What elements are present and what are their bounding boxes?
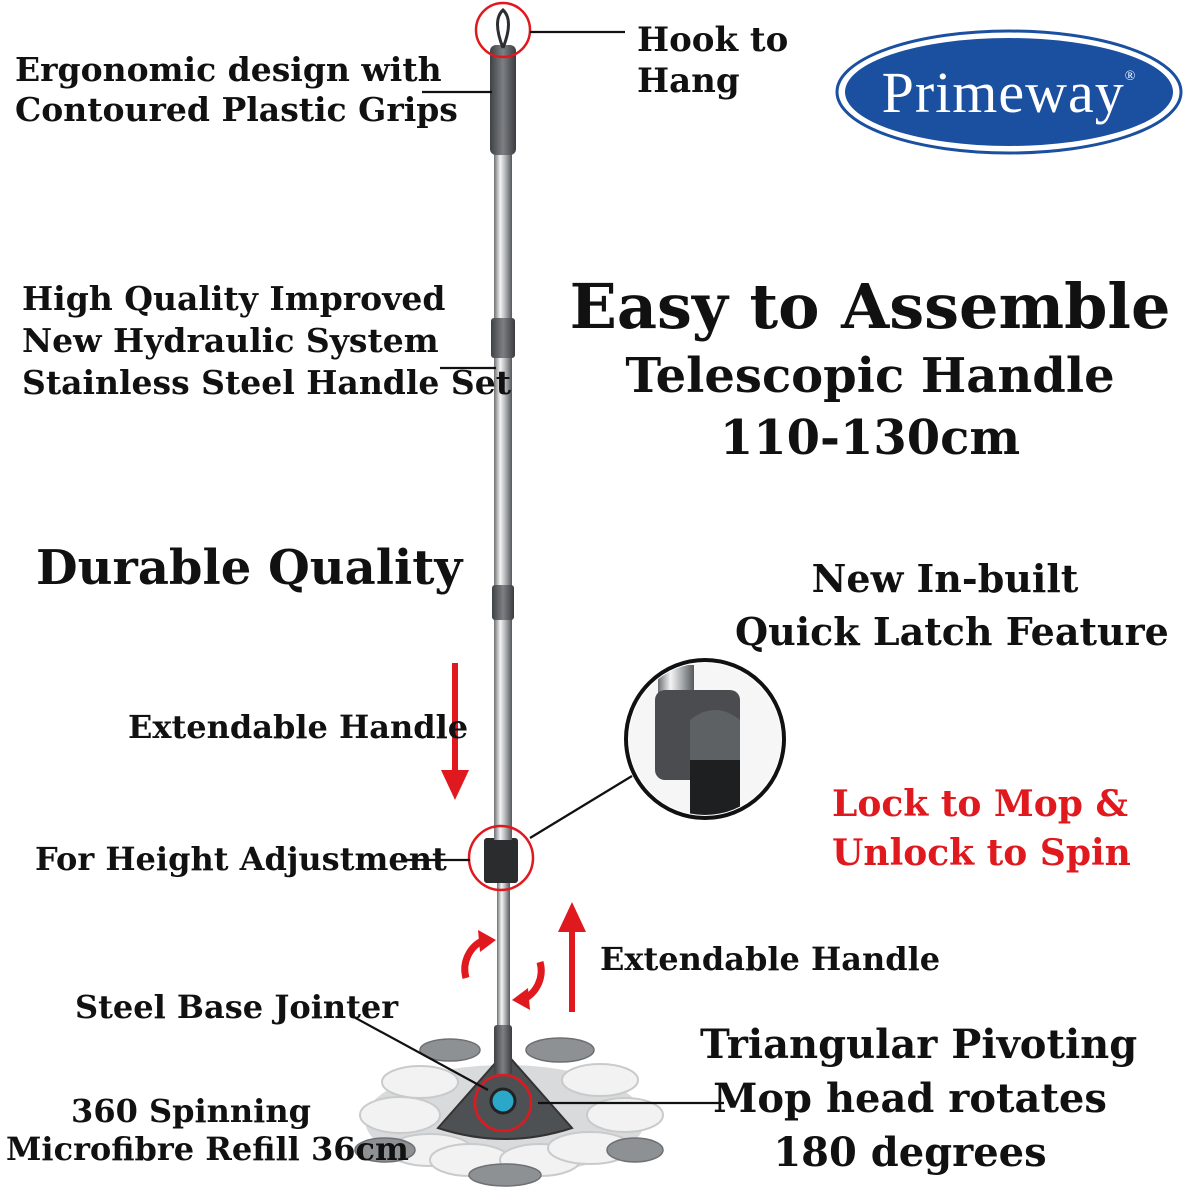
mop-head-fringe <box>354 1037 664 1187</box>
ergonomic-label: Ergonomic design with Contoured Plastic … <box>15 50 458 129</box>
lock-unlock-label: Lock to Mop & Unlock to Spin <box>832 783 1131 874</box>
extendable-handle-top-label: Extendable Handle <box>128 708 469 746</box>
lower-rod <box>497 880 510 1065</box>
extendable-handle-bottom-label: Extendable Handle <box>600 940 941 978</box>
hang-hook <box>496 7 510 49</box>
latch-zoom-detail <box>624 658 786 820</box>
headline-range: 110-130cm <box>719 409 1021 466</box>
durable-quality-title: Durable Quality <box>36 540 463 596</box>
headline-block: Easy to Assemble Telescopic Handle 110-1… <box>560 270 1180 468</box>
hydraulic-label: High Quality Improved New Hydraulic Syst… <box>22 279 511 402</box>
pivoting-head-label: Triangular Pivoting Mop head rotates 180… <box>700 1021 1138 1176</box>
brand-logo: Primeway ® <box>834 28 1184 156</box>
lower-collar <box>492 585 514 620</box>
headline-title: Easy to Assemble <box>569 270 1171 343</box>
leader-lines <box>351 30 724 1105</box>
extend-arrows <box>441 663 586 1012</box>
height-adjustment-label: For Height Adjustment <box>35 840 447 878</box>
main-rod <box>494 150 512 840</box>
hook-label: Hook to Hang <box>637 20 789 101</box>
base-jointer <box>494 1025 512 1075</box>
hook-highlight <box>474 1 532 59</box>
handle-grip <box>490 45 516 155</box>
steel-jointer-label: Steel Base Jointer <box>75 988 399 1026</box>
spinning-refill-label: 360 Spinning Microfibre Refill 36cm <box>6 1092 409 1169</box>
quick-latch-label: New In-built Quick Latch Feature <box>735 556 1169 655</box>
upper-collar <box>491 318 515 358</box>
latch-block <box>484 838 518 883</box>
registered-mark: ® <box>1124 69 1137 84</box>
headline-subtitle: Telescopic Handle <box>625 348 1115 405</box>
brand-name: Primeway <box>881 59 1125 125</box>
jointer-highlight <box>473 1073 533 1133</box>
latch-highlight <box>467 824 535 892</box>
